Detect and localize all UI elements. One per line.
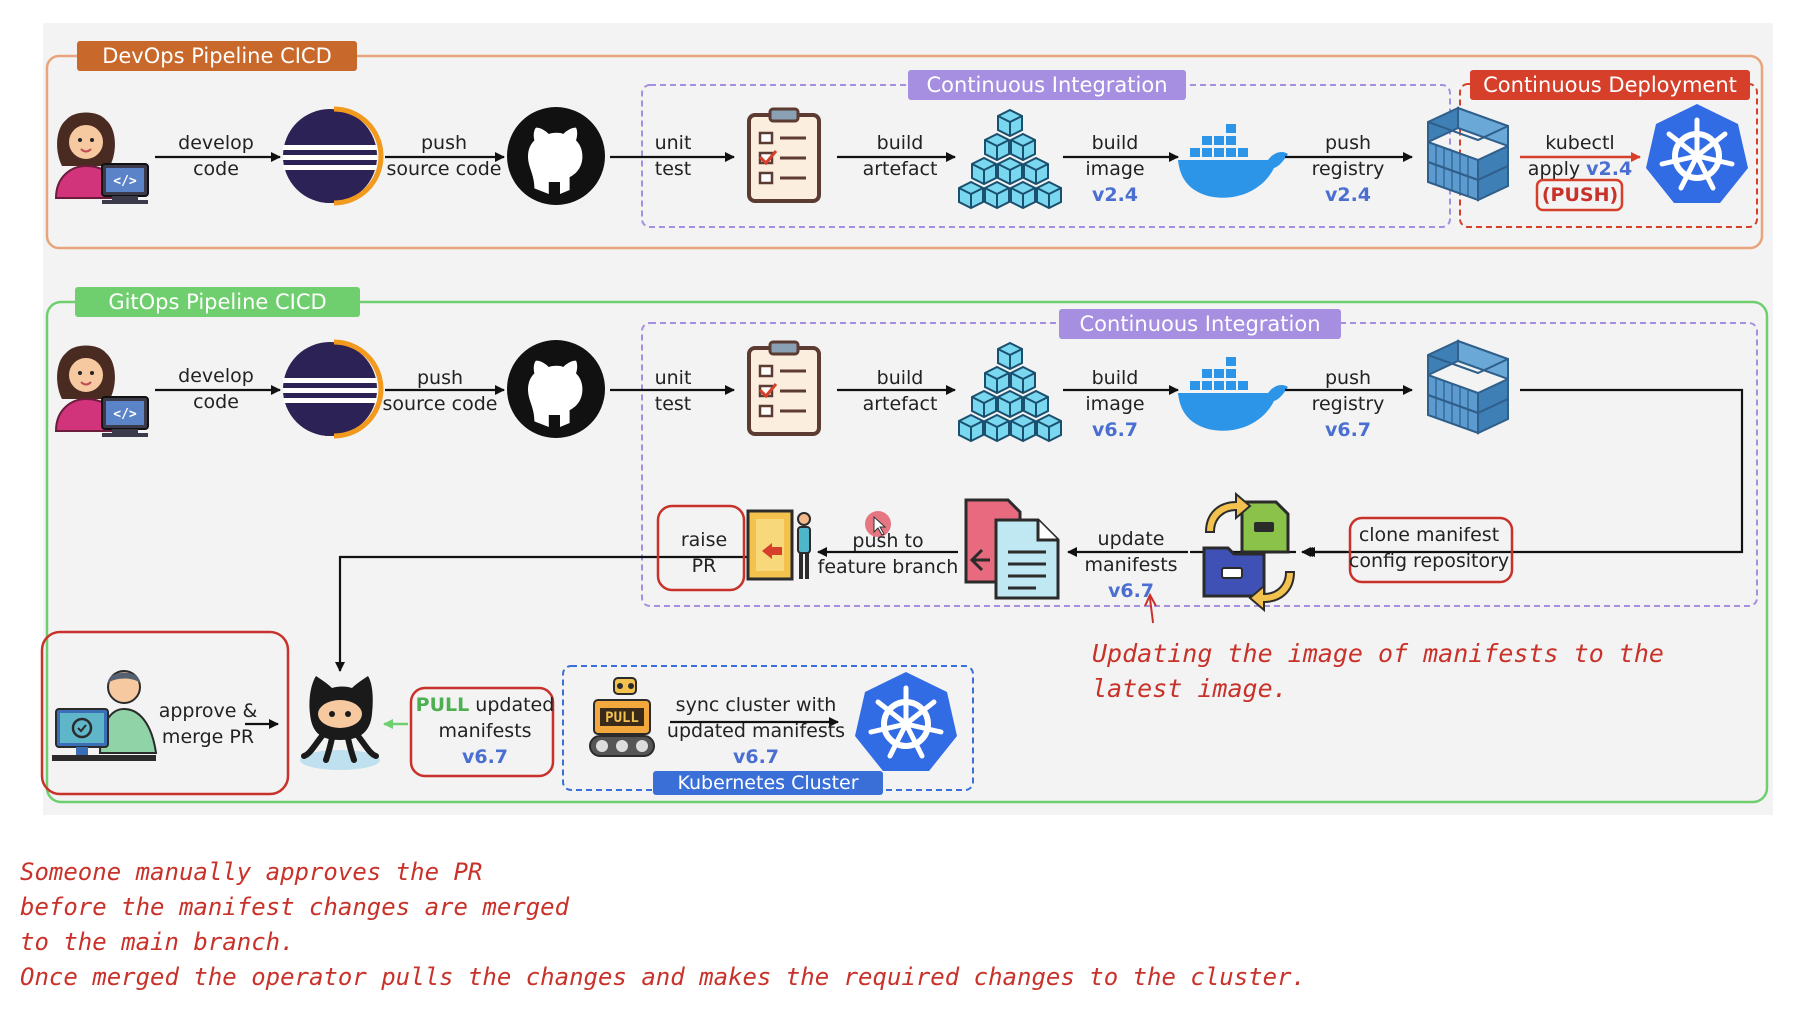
robot-pull-label: PULL bbox=[605, 710, 639, 726]
devops-cd-title: Continuous Deployment bbox=[1483, 73, 1737, 97]
version-label: v2.4 bbox=[1586, 158, 1633, 180]
container-registry-icon bbox=[1427, 107, 1509, 201]
gitops-ci-frame bbox=[641, 322, 1758, 607]
robot-operator-icon: PULL bbox=[589, 677, 655, 757]
k8s-cluster-tag bbox=[653, 771, 883, 795]
version-label: v6.7 bbox=[1091, 419, 1139, 441]
checklist-icon bbox=[747, 107, 821, 203]
reviewer-icon bbox=[52, 670, 158, 761]
k8s-cluster-title: Kubernetes Cluster bbox=[677, 772, 859, 794]
raise-pr-highlight bbox=[656, 504, 746, 592]
version-label: v2.4 bbox=[1324, 184, 1372, 206]
push-badge-box bbox=[1535, 178, 1624, 212]
pull-highlight bbox=[409, 686, 555, 778]
developer-icon bbox=[55, 344, 149, 438]
kubernetes-icon bbox=[1646, 104, 1748, 203]
version-label: v6.7 bbox=[732, 746, 780, 768]
checklist-icon bbox=[747, 340, 821, 436]
devops-frame bbox=[45, 54, 1764, 250]
file-copy-icon bbox=[964, 498, 1060, 600]
gitops-title-tag bbox=[75, 287, 360, 317]
gitops-frame bbox=[45, 300, 1769, 804]
approve-merge-label: approve &merge PR bbox=[158, 700, 258, 748]
approve-highlight bbox=[40, 630, 290, 796]
devops-ci-title: Continuous Integration bbox=[926, 73, 1168, 97]
gitops-ci-tag bbox=[1059, 309, 1341, 339]
kubernetes-icon bbox=[855, 672, 957, 771]
docker-icon bbox=[1178, 124, 1288, 198]
eclipse-icon bbox=[283, 109, 381, 203]
devops-title: DevOps Pipeline CICD bbox=[102, 44, 332, 68]
devops-title-tag bbox=[77, 41, 357, 71]
container-registry-icon bbox=[1427, 340, 1509, 434]
github-icon bbox=[507, 107, 605, 205]
folder-sync-icon bbox=[1202, 491, 1296, 613]
devops-cd-tag bbox=[1470, 70, 1750, 100]
version-label: v6.7 bbox=[1107, 580, 1155, 602]
gitops-title: GitOps Pipeline CICD bbox=[108, 290, 327, 314]
eclipse-icon bbox=[283, 342, 381, 436]
developer-icon bbox=[55, 111, 149, 205]
version-label: v2.4 bbox=[1091, 184, 1139, 206]
gitops-ci-title: Continuous Integration bbox=[1079, 312, 1321, 336]
clone-highlight bbox=[1348, 516, 1514, 584]
cubes-icon bbox=[959, 343, 1061, 441]
cubes-icon bbox=[959, 110, 1061, 208]
door-exit-icon bbox=[746, 509, 811, 581]
version-label: v6.7 bbox=[461, 746, 509, 768]
devops-ci-tag bbox=[908, 70, 1186, 100]
push-badge: (PUSH) bbox=[1541, 184, 1619, 206]
octocat-icon bbox=[300, 676, 380, 770]
version-label: v6.7 bbox=[1324, 419, 1372, 441]
docker-icon bbox=[1178, 357, 1288, 431]
github-icon bbox=[507, 340, 605, 438]
